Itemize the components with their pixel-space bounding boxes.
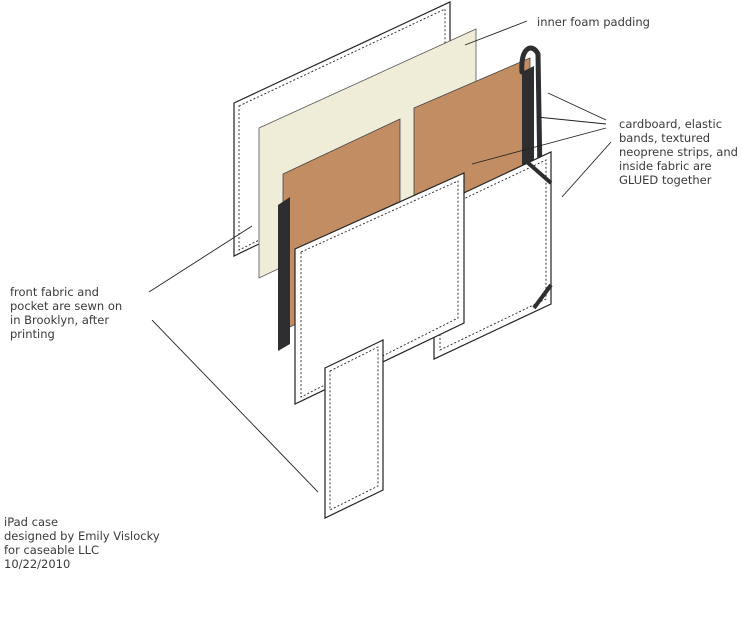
label-glued-line: cardboard, elastic (619, 117, 723, 131)
elastic-band (519, 45, 543, 178)
label-sewn-line: printing (10, 327, 55, 341)
label-glued-components: cardboard, elastic bands, textured neopr… (619, 117, 738, 187)
leader-lines (148, 20, 612, 493)
label-glued-line: GLUED together (619, 173, 712, 187)
credit-line: iPad case (4, 515, 59, 529)
credit-line: 10/22/2010 (4, 557, 71, 571)
credit-block: iPad case designed by Emily Vislocky for… (4, 515, 160, 571)
neoprene-strip-left (278, 197, 290, 351)
label-glued-line: bands, textured (619, 131, 711, 145)
label-sewn-line: front fabric and (10, 285, 99, 299)
label-foam-padding: inner foam padding (537, 15, 650, 29)
label-sewn-line: in Brooklyn, after (10, 313, 110, 327)
label-glued-line: neoprene strips, and (619, 145, 738, 159)
label-sewn-line: pocket are sewn on (10, 299, 123, 313)
label-glued-line: inside fabric are (619, 159, 712, 173)
label-foam-line: inner foam padding (537, 15, 650, 29)
pocket-panel (324, 339, 384, 519)
front-fabric-panel (294, 172, 465, 405)
neoprene-strip-right (522, 66, 534, 176)
label-sewn-components: front fabric and pocket are sewn on in B… (10, 285, 122, 341)
credit-line: designed by Emily Vislocky (4, 529, 160, 543)
credit-line: for caseable LLC (4, 543, 100, 557)
